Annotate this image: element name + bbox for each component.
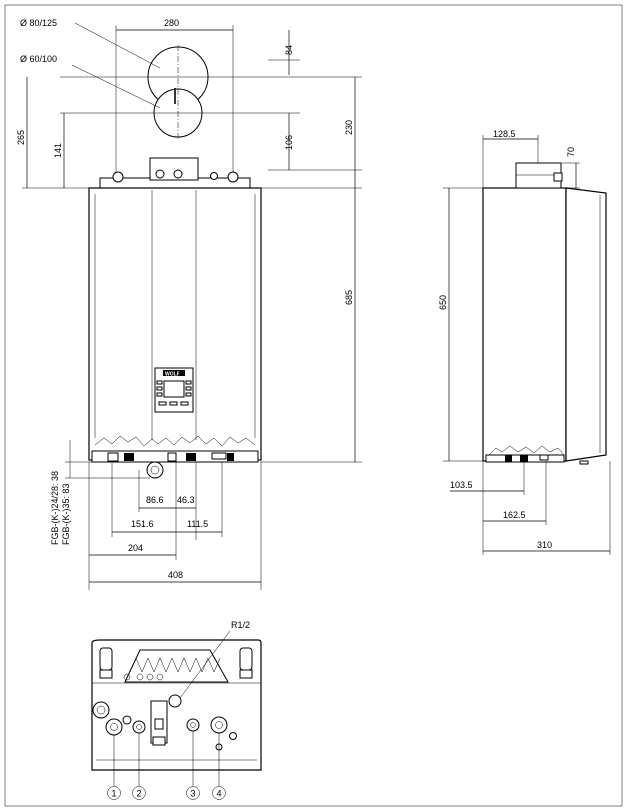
brand-logo: WOLF <box>165 372 180 378</box>
dim-265: 265 <box>16 130 26 145</box>
side-view: 128.5 70 650 103.5 162.5 310 <box>438 129 611 555</box>
panel-key-l2 <box>156 386 163 391</box>
connection-d <box>186 453 196 461</box>
dim-70: 70 <box>566 147 576 157</box>
panel-display <box>163 380 185 398</box>
side-conn-a <box>505 455 512 462</box>
dim-408: 408 <box>168 570 183 580</box>
gas-valve-core <box>154 718 164 730</box>
dim-46-3: 46.3 <box>177 495 195 505</box>
rail-hole-right <box>227 171 239 183</box>
adapter-port-right <box>210 172 218 180</box>
side-foot <box>579 460 589 465</box>
panel-key-l1 <box>156 380 163 385</box>
pipe-60-label: Ø 60/100 <box>20 54 57 64</box>
foot-left-base <box>99 669 113 679</box>
thread-port <box>168 694 182 708</box>
callout-1: 1 <box>112 789 117 799</box>
dim-280: 280 <box>164 18 179 28</box>
callout-2-circle <box>132 786 146 800</box>
thread-leader <box>179 630 231 699</box>
gas-connection-inner <box>150 465 160 475</box>
connection-3-port <box>186 718 200 732</box>
fgb-line-1: FGB-(K-)24/28: 38 <box>50 471 60 545</box>
side-cover-edge-zigzag <box>487 445 565 457</box>
side-front-cover <box>565 187 607 462</box>
grille-port-3 <box>146 673 154 681</box>
expansion-port <box>92 701 110 719</box>
dim-650: 650 <box>438 295 448 310</box>
connection-1-port-inner <box>110 723 118 731</box>
connection-1-port <box>105 718 123 736</box>
connection-f <box>227 453 234 461</box>
fgb-line-2: FGB-(K-)35: 83 <box>61 483 71 545</box>
drawing-frame <box>4 4 623 807</box>
panel-key-b3 <box>180 401 189 406</box>
dim-141: 141 <box>53 143 63 158</box>
thread-label: R1/2 <box>231 620 250 630</box>
brand-badge <box>163 370 185 376</box>
foot-right <box>239 647 253 671</box>
dim-685: 685 <box>344 290 354 305</box>
callout-4: 4 <box>217 789 222 799</box>
side-casing <box>482 187 567 462</box>
connection-4-port-inner <box>215 721 223 729</box>
connection-e <box>211 452 227 460</box>
pipe-80-leader <box>74 22 161 69</box>
side-conn-c <box>539 454 549 461</box>
panel-key-l3 <box>156 392 163 397</box>
connection-4-port <box>210 716 228 734</box>
adapter-port-mid <box>173 169 183 179</box>
gas-valve-nut <box>152 736 166 746</box>
adapter-port-left <box>155 169 165 179</box>
pipe-80-label: Ø 80/125 <box>20 18 57 28</box>
dim-310: 310 <box>537 540 552 550</box>
connection-a <box>107 452 119 462</box>
callout-4-circle <box>212 786 226 800</box>
callout-1-circle <box>107 786 121 800</box>
grille-pattern <box>129 657 221 673</box>
dim-128-5: 128.5 <box>493 129 516 139</box>
rail-hole-left <box>112 171 124 183</box>
connection-c <box>167 452 177 462</box>
connection-2-port-inner <box>136 724 142 730</box>
dim-204: 204 <box>128 543 143 553</box>
grille-port-2 <box>136 673 144 681</box>
dim-111-5: 111.5 <box>187 519 208 529</box>
panel-key-r3 <box>185 392 192 397</box>
grille-port-1 <box>123 673 131 681</box>
foot-left <box>99 647 113 671</box>
callout-3-circle <box>186 786 200 800</box>
connection-2-port <box>132 720 146 734</box>
panel-key-r2 <box>185 386 192 391</box>
bottom-view: R1/2 1 2 3 4 <box>91 620 262 800</box>
boiler-casing <box>88 187 262 461</box>
side-conn-b <box>520 455 528 462</box>
panel-key-b2 <box>169 401 178 406</box>
callout-3: 3 <box>191 789 196 799</box>
panel-key-b1 <box>158 401 167 406</box>
front-view: Ø 80/125 Ø 60/100 280 84 106 230 685 265 <box>16 18 362 590</box>
small-port-a <box>122 715 132 725</box>
dim-103-5: 103.5 <box>450 480 473 490</box>
side-flue-port <box>553 172 563 182</box>
dim-162-5: 162.5 <box>503 510 526 520</box>
foot-right-base <box>239 669 253 679</box>
connection-b <box>124 453 134 461</box>
gas-connection <box>146 461 164 479</box>
dim-84: 84 <box>284 45 294 55</box>
dim-106: 106 <box>284 135 294 150</box>
callout-2: 2 <box>137 789 142 799</box>
small-port-b <box>229 732 237 740</box>
expansion-port-inner <box>96 705 106 715</box>
grille-port-4 <box>156 673 164 681</box>
panel-key-r1 <box>185 380 192 385</box>
cover-edge <box>94 435 256 447</box>
dim-230: 230 <box>344 120 354 135</box>
dim-151-6: 151.6 <box>131 519 154 529</box>
connection-3-port-inner <box>190 722 196 728</box>
dim-86-6: 86.6 <box>146 495 164 505</box>
